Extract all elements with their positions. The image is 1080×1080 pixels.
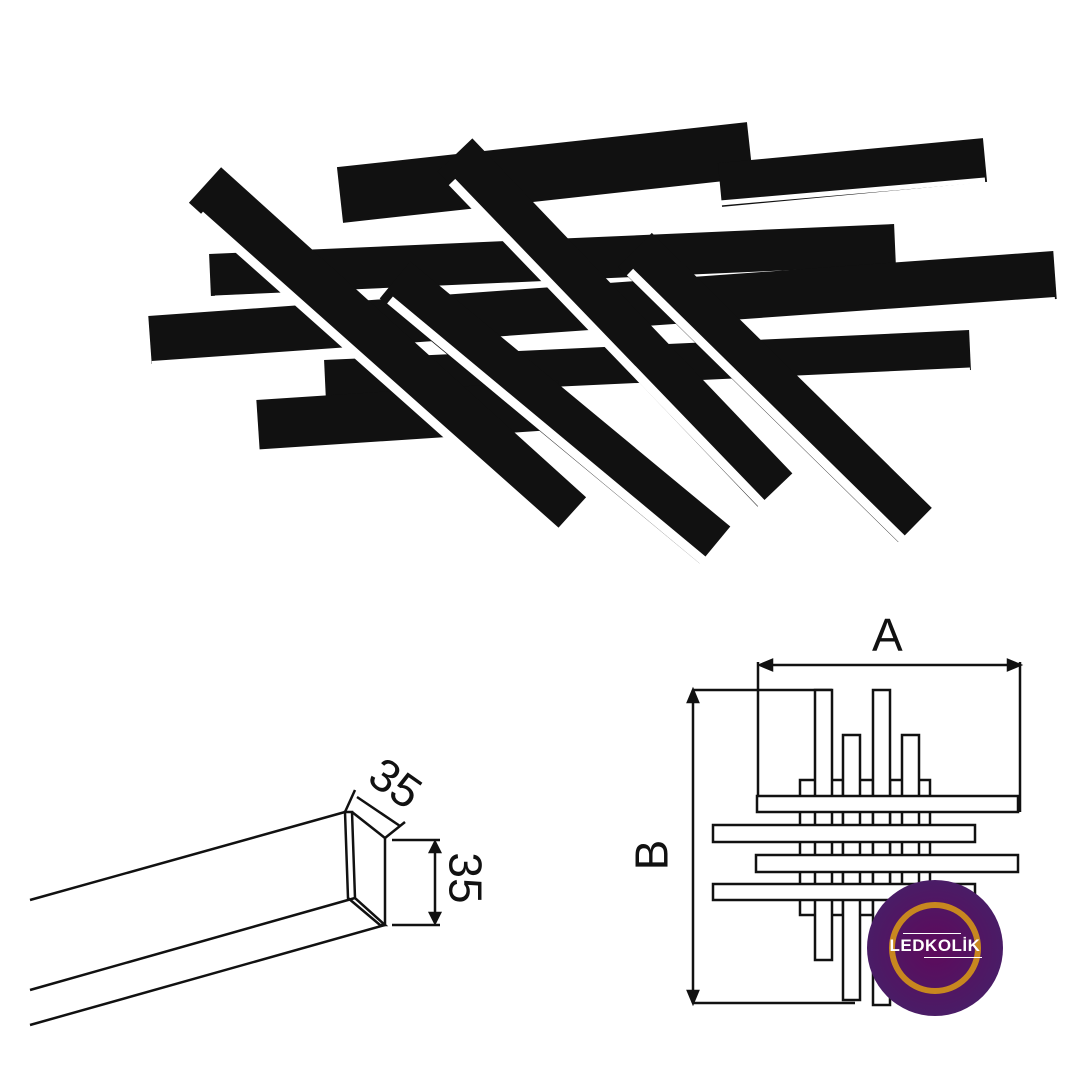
profile-drawing xyxy=(29,789,443,1027)
brand-logo: LEDKOLİK xyxy=(867,880,1003,1016)
dimension-a-label: A xyxy=(872,609,903,661)
logo-line xyxy=(903,933,961,934)
profile-height-label: 35 xyxy=(439,852,492,904)
logo-text: LEDKOLİK xyxy=(889,936,981,955)
logo-ring xyxy=(889,902,981,994)
dimension-b-label: B xyxy=(625,839,678,871)
logo-line xyxy=(924,957,982,958)
lamp-render xyxy=(148,122,1057,566)
